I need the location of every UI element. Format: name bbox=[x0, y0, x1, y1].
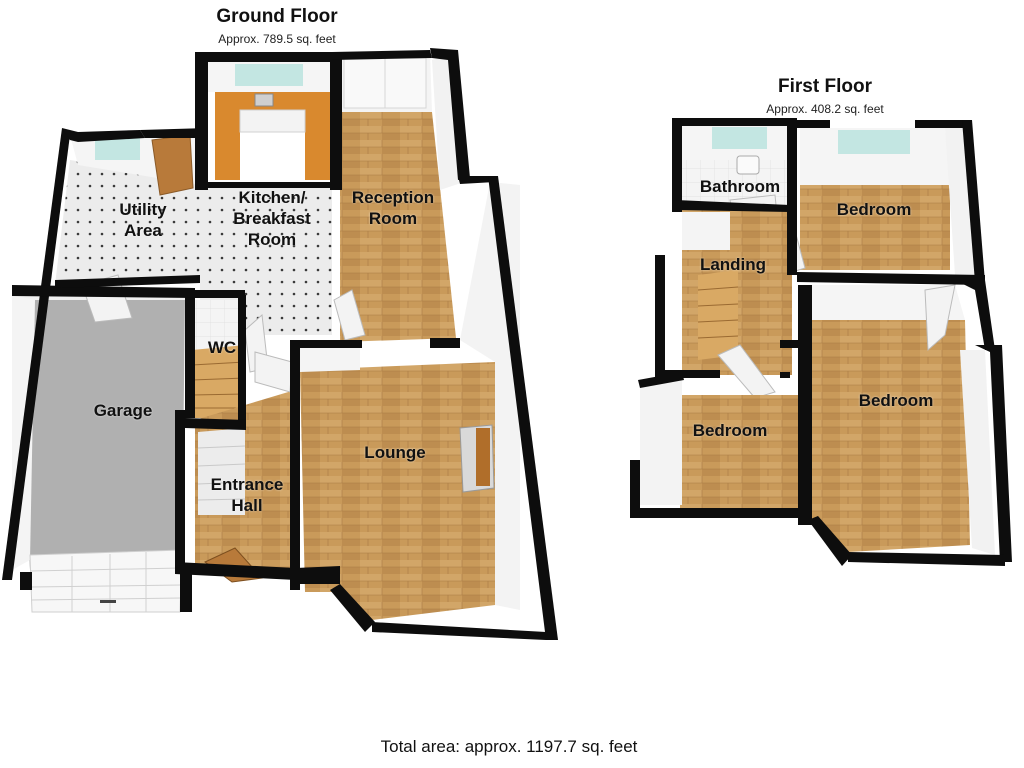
ground-floor-plan bbox=[2, 48, 558, 640]
wc-floor bbox=[195, 300, 245, 360]
room-label-bedroom-right: Bedroom bbox=[858, 391, 934, 410]
kitchen-sink bbox=[254, 93, 274, 107]
bathroom-basin bbox=[736, 155, 760, 175]
bathroom-floor bbox=[682, 158, 790, 205]
bedroom3-wardrobe-door bbox=[924, 284, 956, 352]
utility-window bbox=[95, 138, 140, 160]
room-label-utility-area: Utility Area bbox=[119, 200, 167, 240]
bedroom2-floor bbox=[680, 395, 800, 508]
garage-door bbox=[29, 549, 183, 613]
hall-kitchen-door bbox=[254, 351, 293, 393]
first-floor-stairs bbox=[697, 270, 739, 360]
room-label-bedroom-top-right: Bedroom bbox=[836, 200, 912, 219]
landing-wall-face bbox=[682, 212, 730, 250]
bedroom1-window bbox=[838, 130, 910, 154]
room-label-reception: Reception Room bbox=[351, 188, 435, 228]
bedroom3-floor bbox=[808, 320, 970, 552]
kitchen-reception-door bbox=[333, 289, 366, 341]
room-label-garage: Garage bbox=[93, 401, 153, 420]
room-label-wc: WC bbox=[207, 338, 237, 357]
reception-floor bbox=[340, 112, 456, 342]
ground-stairs bbox=[191, 345, 246, 418]
garage-floor bbox=[12, 298, 185, 570]
room-label-kitchen-breakfast: Kitchen/ Breakfast Room bbox=[233, 188, 311, 249]
first-floor-walls bbox=[630, 118, 1012, 566]
total-area-label: Total area: approx. 1197.7 sq. feet bbox=[380, 737, 638, 756]
bedroom1-wall-face bbox=[800, 128, 950, 185]
room-label-landing: Landing bbox=[699, 255, 767, 274]
bedroom2-wall-face bbox=[640, 375, 682, 505]
room-label-bathroom: Bathroom bbox=[699, 177, 781, 196]
landing-bedroom2-door bbox=[717, 344, 776, 399]
first-floor-area: Approx. 408.2 sq. feet bbox=[766, 102, 884, 116]
lounge-floor bbox=[300, 362, 495, 620]
bathroom-window bbox=[712, 127, 767, 149]
room-label-lounge: Lounge bbox=[364, 443, 426, 462]
kitchen-units bbox=[239, 109, 306, 133]
ground-floor-walls bbox=[2, 48, 558, 640]
first-floor-plan bbox=[630, 118, 1012, 566]
lounge-hearth bbox=[476, 428, 490, 486]
bedroom3-right-wall-face bbox=[960, 350, 995, 555]
hall-stairs bbox=[197, 428, 246, 515]
first-floor-title: First Floor bbox=[778, 76, 872, 97]
ground-floor-title: Ground Floor bbox=[216, 6, 338, 27]
room-label-entrance-hall: Entrance Hall bbox=[210, 475, 284, 515]
bedroom1-floor bbox=[800, 185, 950, 270]
ground-floor-area: Approx. 789.5 sq. feet bbox=[218, 32, 336, 46]
lounge-wall-face bbox=[300, 345, 360, 372]
room-label-bedroom-bottom-left: Bedroom bbox=[692, 421, 768, 440]
kitchen-window bbox=[235, 64, 303, 86]
